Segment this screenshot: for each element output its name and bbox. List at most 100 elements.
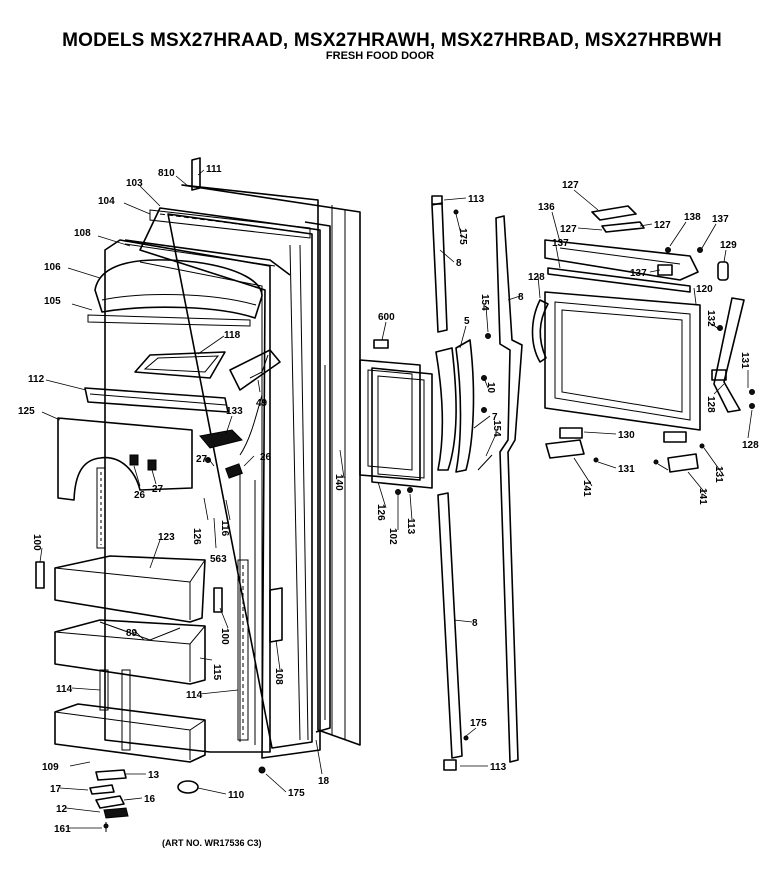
door-gasket [304, 221, 331, 733]
callout-126b: 126 [375, 504, 386, 521]
callout-120: 120 [696, 284, 713, 295]
callout-12: 12 [56, 804, 68, 815]
part-109-bin [54, 703, 206, 763]
callout-127b: 127 [560, 224, 577, 235]
part-100-clips [35, 561, 223, 613]
callout-154a: 154 [479, 294, 490, 311]
callout-7: 7 [492, 412, 498, 423]
callout-123: 123 [158, 532, 175, 543]
callout-108: 108 [74, 228, 91, 239]
part-129-knob [717, 261, 729, 281]
callout-13: 13 [148, 770, 160, 781]
callout-110: 110 [228, 790, 245, 801]
part-108-frame [124, 239, 291, 276]
part-128-handle-left [531, 299, 549, 363]
part-112-bar [84, 387, 229, 413]
part-133-module [199, 429, 243, 449]
callout-175a: 175 [288, 788, 305, 799]
callout-132: 132 [705, 310, 716, 327]
callout-127a: 127 [562, 180, 579, 191]
part-110-cap [177, 780, 199, 794]
part-126-frame [359, 359, 433, 489]
part-141-hinge-blocks [545, 439, 705, 473]
part-175-screw [258, 766, 266, 774]
callout-137c: 137 [630, 268, 647, 279]
callout-100b: 100 [219, 628, 230, 645]
callout-112: 112 [28, 374, 45, 385]
part-102-screw [395, 489, 401, 495]
callout-49: 49 [256, 398, 268, 409]
part-125-panel [57, 417, 193, 501]
callout-141b: 141 [697, 488, 708, 505]
callout-5: 5 [464, 316, 470, 327]
part-106-cover [87, 259, 263, 327]
part-810-111 [191, 157, 201, 191]
callout-127c: 127 [654, 220, 671, 231]
callout-116: 116 [219, 520, 230, 537]
callout-810: 810 [158, 168, 175, 179]
callout-labels: 810 111 103 104 108 106 105 118 112 125 … [18, 164, 759, 835]
art-number: (ART NO. WR17536 C3) [162, 838, 262, 848]
callout-131c: 131 [713, 466, 724, 483]
wire-harness [239, 394, 263, 456]
callout-26b: 26 [134, 490, 146, 501]
callout-115: 115 [211, 664, 222, 681]
callout-104: 104 [98, 196, 115, 207]
part-127-bracket-top [591, 205, 645, 233]
shelf-rail-right [237, 559, 249, 741]
part-130-hinges [559, 427, 687, 443]
callout-18: 18 [318, 776, 330, 787]
callout-128a: 128 [528, 272, 545, 283]
part-103-104-strip [149, 209, 311, 239]
callout-89: 89 [126, 628, 138, 639]
callout-600: 600 [378, 312, 395, 323]
callout-118: 118 [224, 330, 241, 341]
callout-27b: 27 [152, 484, 164, 495]
callout-100a: 100 [31, 534, 42, 551]
part-123-bin [54, 555, 206, 623]
callout-128b: 128 [705, 396, 716, 413]
callout-27a: 27 [196, 454, 208, 465]
callout-113c: 113 [490, 762, 507, 773]
part-136-bracket [544, 239, 699, 281]
callout-154b: 154 [491, 420, 502, 437]
part-113-screw-mid [407, 487, 413, 493]
callout-103: 103 [126, 178, 143, 189]
callout-175b: 175 [457, 228, 468, 245]
callout-137b: 137 [552, 238, 569, 249]
callout-114a: 114 [56, 684, 73, 695]
part-8-strip-bottom [437, 492, 463, 771]
callout-133: 133 [226, 406, 243, 417]
part-128-handle-right [713, 297, 745, 413]
callout-114b: 114 [186, 690, 203, 701]
part-137-rod [547, 267, 691, 293]
callout-130: 130 [618, 430, 635, 441]
callout-17: 17 [50, 784, 62, 795]
liner-inner-wall [104, 239, 271, 753]
callout-10: 10 [485, 382, 496, 394]
part-26-27-fittings [129, 454, 243, 479]
part-5-arm [435, 339, 475, 473]
part-115-bin [54, 619, 206, 685]
callout-111: 111 [206, 164, 222, 175]
callout-109: 109 [42, 762, 59, 773]
part-118-tray [134, 351, 226, 379]
callout-126a: 126 [191, 528, 202, 545]
door-liner [139, 207, 321, 759]
callout-113a: 113 [405, 518, 416, 535]
part-108-rail [269, 587, 283, 643]
part-8-strip-top [431, 195, 448, 333]
callout-106: 106 [44, 262, 61, 273]
callout-8c: 8 [472, 618, 478, 629]
part-138-screw [657, 247, 703, 276]
callout-125: 125 [18, 406, 35, 417]
callout-138: 138 [684, 212, 701, 223]
callout-108b: 108 [273, 668, 284, 685]
callout-102: 102 [387, 528, 398, 545]
callout-16: 16 [144, 794, 156, 805]
callout-129: 129 [720, 240, 737, 251]
part-49-bracket [229, 349, 281, 391]
callout-8b: 8 [518, 292, 524, 303]
callout-563: 563 [210, 554, 227, 565]
